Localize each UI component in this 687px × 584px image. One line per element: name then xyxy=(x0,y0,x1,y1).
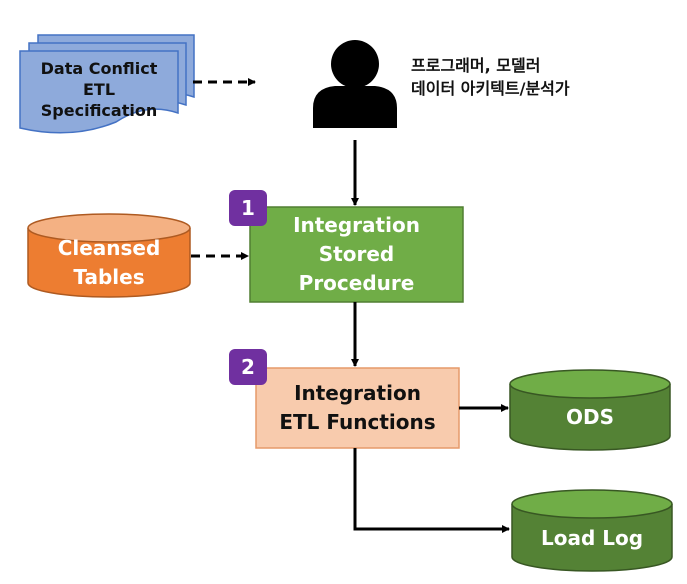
step-badge-2-shape xyxy=(229,349,267,385)
person-icon xyxy=(313,40,397,128)
stored-procedure-label: Integration Stored Procedure xyxy=(293,213,420,295)
step-badge-2: 2 xyxy=(241,355,255,379)
spec-document-label: Data Conflict ETL Specification xyxy=(40,58,158,120)
step-badge-1-shape xyxy=(229,190,267,226)
cleansed-tables-cylinder xyxy=(27,213,191,298)
person-role-label: 프로그래머, 모델러 데이터 아키텍트/분석가 xyxy=(411,56,570,98)
etl-functions-label: Integration ETL Functions xyxy=(279,381,436,434)
load-log-cylinder xyxy=(511,489,673,572)
stored-procedure-box xyxy=(249,206,464,303)
spec-document-shape xyxy=(19,34,195,134)
ods-cylinder xyxy=(509,369,671,451)
ods-label: ODS xyxy=(565,404,614,429)
cleansed-tables-label: Cleansed Tables xyxy=(57,236,161,289)
step-badge-1: 1 xyxy=(241,196,255,220)
load-log-label: Load Log xyxy=(540,525,644,550)
etl-to-load-log-arrow xyxy=(353,448,510,533)
